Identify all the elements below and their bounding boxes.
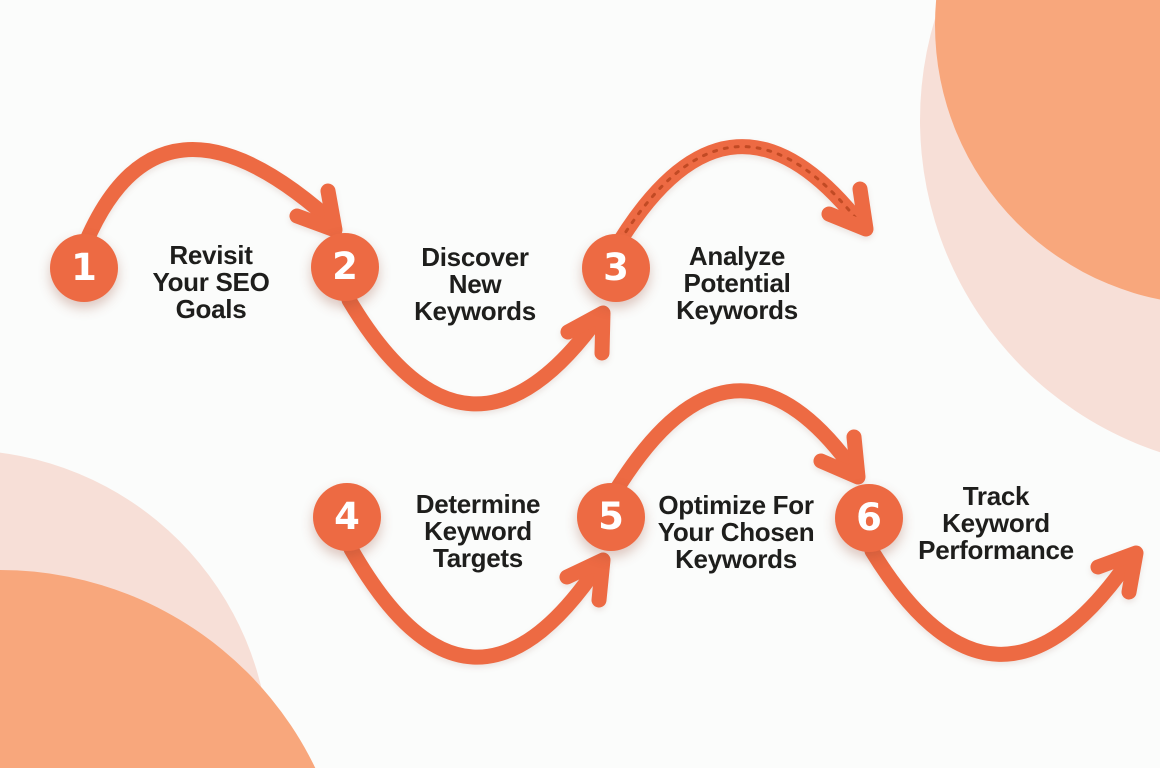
step-label-2: Discover New Keywords <box>355 244 595 325</box>
step-badge-1: 1 <box>50 234 118 302</box>
step-label-3-line-3: Keywords <box>676 295 798 325</box>
step-label-4: Determine Keyword Targets <box>358 491 598 572</box>
arrow-step1-step2 <box>78 142 336 250</box>
step-number-2: 2 <box>332 244 358 288</box>
arrow-step2-step3 <box>341 292 608 412</box>
step-label-5-line-1: Optimize For <box>658 490 814 520</box>
step-label-2-line-1: Discover <box>421 242 529 272</box>
step-number-5: 5 <box>598 494 624 538</box>
step-label-3-line-1: Analyze <box>688 241 786 271</box>
step-number-3: 3 <box>603 245 629 289</box>
step-badge-4: 4 <box>313 483 381 551</box>
step-label-1-line-1: Revisit <box>169 240 253 270</box>
step-badge-6: 6 <box>835 484 903 552</box>
step-label-1-line-3: Goals <box>175 294 247 324</box>
arrowhead-step5 <box>559 552 611 608</box>
arrow-step4-step5 <box>343 541 608 665</box>
step-label-3-line-2: Potential <box>683 268 791 298</box>
arrow-step3-exit <box>612 139 870 249</box>
step-label-5-line-2: Your Chosen <box>657 517 815 547</box>
step-label-6-line-1: Track <box>962 481 1030 511</box>
arrow-step6-exit <box>864 543 1136 662</box>
step-badge-3: 3 <box>582 234 650 302</box>
step-number-4: 4 <box>334 494 360 538</box>
arrow-step3-stitch-line <box>618 145 864 243</box>
step-number-1: 1 <box>71 245 97 289</box>
step-badge-5: 5 <box>577 483 645 551</box>
step-badge-2: 2 <box>311 233 379 301</box>
step-label-5: Optimize For Your Chosen Keywords <box>616 492 856 573</box>
arrowhead-step3 <box>560 305 611 361</box>
step-label-6-line-3: Performance <box>918 535 1074 565</box>
step-label-4-line-2: Keyword <box>424 516 532 546</box>
arrowhead-step6-exit <box>1090 545 1144 600</box>
arrow-step5-step6 <box>607 383 863 500</box>
step-number-6: 6 <box>856 495 882 539</box>
arrowhead-step6 <box>813 429 866 485</box>
step-label-2-line-3: Keywords <box>414 296 536 326</box>
step-label-5-line-3: Keywords <box>675 544 797 574</box>
step-label-1-line-2: Your SEO <box>152 267 270 297</box>
step-label-4-line-1: Determine <box>415 489 541 519</box>
step-label-6: Track Keyword Performance <box>876 483 1116 564</box>
arrowhead-step2 <box>289 183 343 238</box>
step-label-3: Analyze Potential Keywords <box>617 243 857 324</box>
step-label-1: Revisit Your SEO Goals <box>91 242 331 323</box>
step-label-4-line-3: Targets <box>433 543 523 573</box>
arrowhead-step3-exit <box>821 181 874 237</box>
step-label-6-line-2: Keyword <box>942 508 1050 538</box>
step-label-2-line-2: New <box>448 269 502 299</box>
